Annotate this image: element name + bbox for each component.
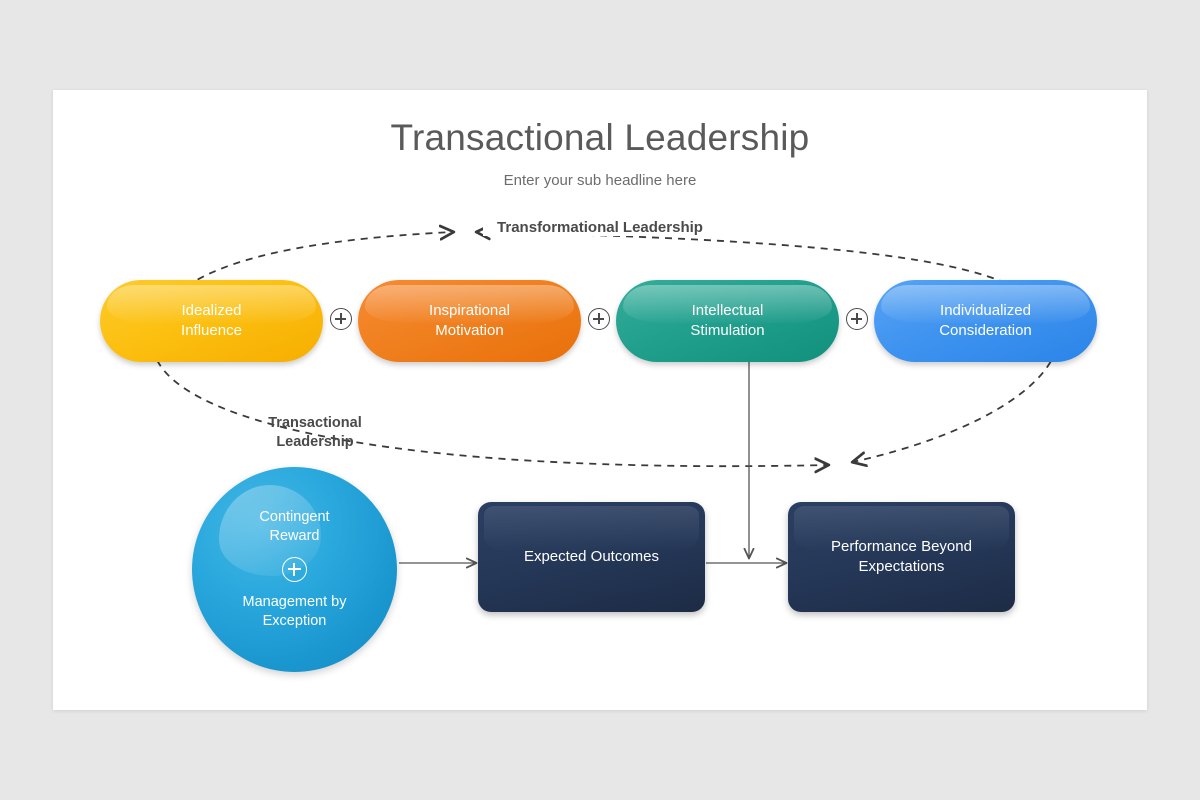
plus-circle-icon — [330, 308, 352, 330]
box-performance-beyond-expectations[interactable]: Performance Beyond Expectations — [788, 502, 1015, 612]
pill-line-2: Motivation — [435, 322, 504, 339]
pill-label: Individualized Consideration — [939, 301, 1032, 341]
label-transactional-leadership: Transactional Leadership — [235, 414, 395, 451]
pill-idealized-influence[interactable]: Idealized Influence — [100, 280, 323, 362]
page-title: Transactional Leadership — [390, 117, 810, 158]
plus-circle-icon — [846, 308, 868, 330]
pill-individualized-consideration[interactable]: Individualized Consideration — [874, 280, 1097, 362]
label-transformational-leadership: Transformational Leadership — [53, 219, 1147, 236]
pill-line-2: Stimulation — [690, 322, 765, 339]
pill-line-2: Influence — [181, 322, 242, 339]
dashed-ellipse-icon — [152, 90, 1057, 710]
sphere-line-2: Reward — [269, 528, 320, 545]
label-transactional-line-1: Transactional — [268, 415, 362, 431]
pill-line-1: Intellectual — [691, 301, 764, 319]
pill-line-1: Individualized — [940, 301, 1031, 319]
box-label: Performance Beyond Expectations — [831, 537, 972, 577]
pill-label: Intellectual Stimulation — [690, 301, 764, 341]
sphere-line-1: Contingent — [259, 509, 330, 526]
box-gloss — [484, 506, 699, 553]
sphere-line-4: Exception — [262, 612, 327, 629]
pill-inspirational-motivation[interactable]: Inspirational Motivation — [358, 280, 581, 362]
plus-circle-icon — [588, 308, 610, 330]
sphere-bottom-label: Management by Exception — [243, 593, 347, 631]
box-line-1: Performance Beyond — [831, 538, 972, 556]
flow-arrows — [399, 362, 1147, 710]
sphere-line-3: Management by — [242, 594, 347, 610]
page-subtitle: Enter your sub headline here — [503, 172, 697, 189]
pill-line-2: Consideration — [939, 322, 1032, 339]
pill-intellectual-stimulation[interactable]: Intellectual Stimulation — [616, 280, 839, 362]
box-line-2: Expectations — [858, 558, 945, 575]
sphere-top-label: Contingent Reward — [259, 508, 329, 546]
slide-canvas: Transactional Leadership Enter your sub … — [53, 90, 1147, 710]
label-transactional-line-2: Leadership — [276, 433, 354, 450]
pill-line-1: Idealized — [181, 301, 242, 319]
label-transformational-text: Transformational Leadership — [483, 219, 717, 236]
box-label: Expected Outcomes — [524, 547, 659, 567]
pill-line-1: Inspirational — [429, 301, 510, 319]
box-expected-outcomes[interactable]: Expected Outcomes — [478, 502, 705, 612]
sphere-transactional-leadership[interactable]: Contingent Reward Management by Exceptio… — [192, 467, 397, 672]
pill-label: Idealized Influence — [181, 301, 242, 341]
pill-label: Inspirational Motivation — [429, 301, 510, 341]
box-line-1: Expected Outcomes — [523, 548, 660, 566]
plus-circle-icon — [282, 557, 307, 582]
